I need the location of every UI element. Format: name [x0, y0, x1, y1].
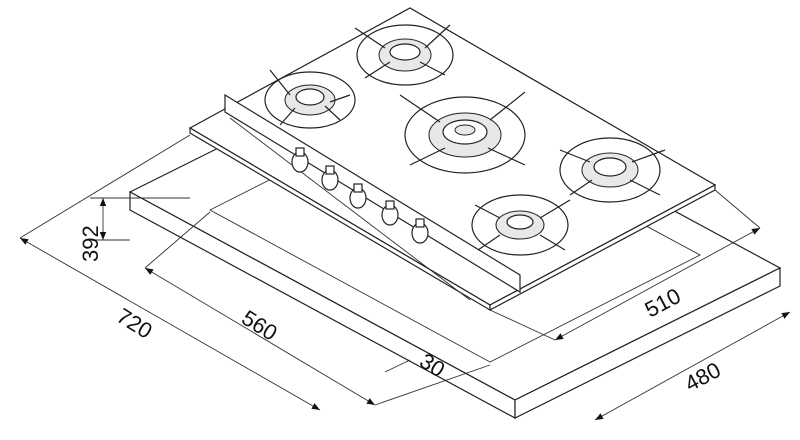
burners	[264, 24, 666, 256]
dimension-lines	[19, 134, 791, 421]
dim-cutout-width-label: 560	[237, 305, 281, 346]
knob	[411, 218, 429, 244]
burner-center-wok	[404, 96, 526, 174]
burner-right	[559, 137, 661, 203]
control-panel	[224, 93, 521, 294]
dim-overall-width-label: 720	[112, 303, 156, 344]
burner-rear-center	[356, 24, 454, 86]
control-knobs	[291, 147, 429, 244]
knob	[321, 165, 339, 191]
knob	[381, 200, 399, 226]
dim-cutout-depth-label: 480	[681, 357, 725, 396]
burner-rear-left	[264, 71, 356, 129]
knob	[291, 147, 309, 173]
knob	[349, 183, 367, 209]
dim-height-label: 392	[78, 225, 103, 262]
burner-front	[471, 194, 569, 256]
